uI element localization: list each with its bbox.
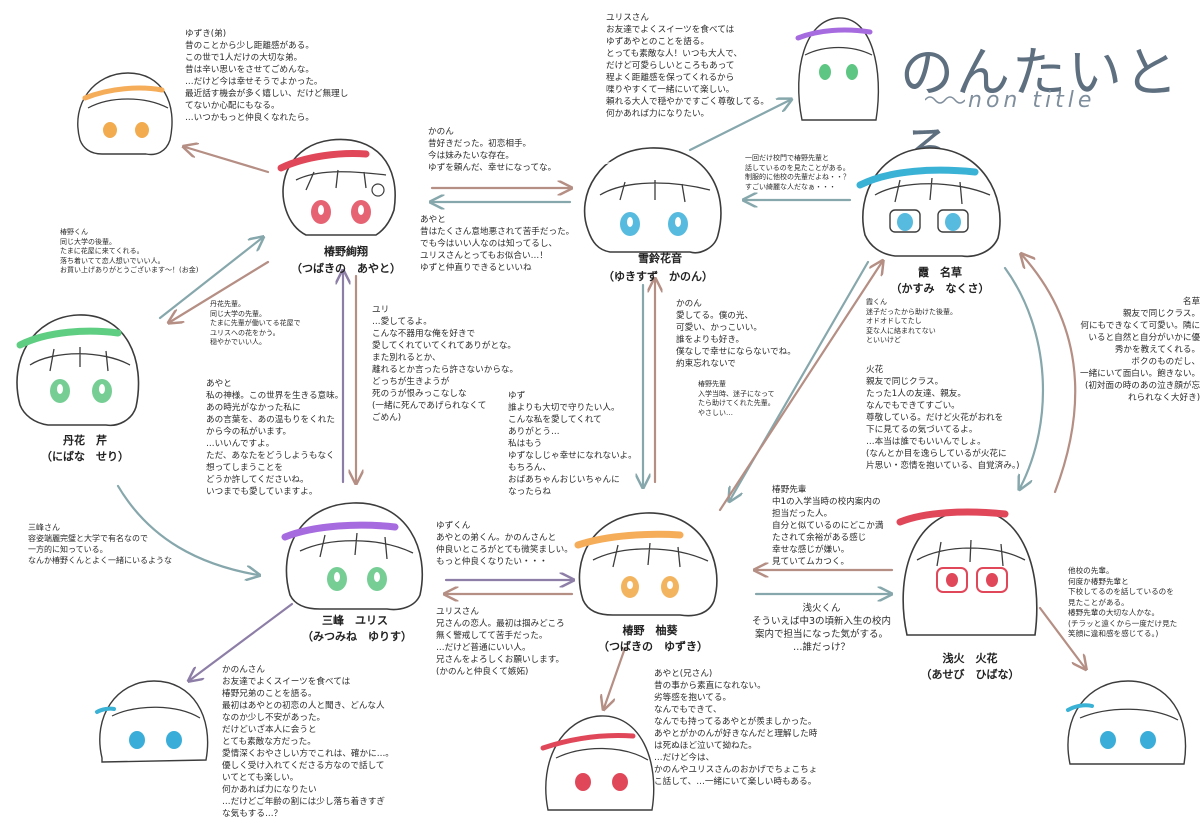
arrow-yurisu-to-kanon-bottom (190, 602, 294, 680)
ayato-name: 椿野絢翔 (324, 245, 368, 258)
note-seri-to-ayato: 丹花先輩。 同じ大学の先輩。 たまに先輩が働いてる花屋で ユリスへの花をかう。 … (210, 300, 301, 346)
nakusa-reading: （かすみ なくさ） (890, 282, 990, 295)
kanon-reading: （ゆきすず かのん） (603, 270, 713, 283)
arrow-seri-to-yurisu (116, 484, 258, 575)
note-nakusa-to-yuzuki: 椿野先輩 入学当時、迷子になって たら助けてくれた先輩。 やさしい… (698, 380, 775, 417)
chibi-ayato-bottom-portrait (540, 715, 655, 811)
note-seri-to-yurisu: 三峰さん 容姿端麗完璧と大学で有名なので 一方的に知っている。 なんか椿野くんと… (28, 523, 172, 565)
note-hibana-aside: 他校の先輩。 何度か椿野先輩と 下校してるのを話しているのを 見たことがある。 … (1068, 566, 1178, 638)
arrow-nakusa-to-hibana-curve (1003, 266, 1045, 488)
yurisu-portrait (281, 502, 424, 611)
arrow-yuzuki-to-ayato-bottom (604, 646, 627, 708)
logo-wave-decoration (925, 96, 965, 104)
note-yuzuki-to-hibana: 浅火くん そういえば中3の頃新入生の校内 案内で担当になった気がする。 …誰だっ… (752, 603, 892, 653)
hibana-reading: （あせび ひばな） (920, 668, 1020, 681)
chibi-kanon-right-portrait (1066, 680, 1187, 765)
seri-portrait (16, 314, 140, 427)
chibi-yurisu-portrait (795, 17, 880, 121)
note-nakusa-to-hibana: 火花 親友で同じクラス。 たった1人の友達、親友。 なんでもできてすごい。 尊敬… (866, 365, 1020, 471)
yuzuki-name: 椿野 柚葵 (622, 624, 678, 637)
arrow-seri-to-ayato (158, 238, 262, 320)
ayato-portrait (277, 138, 396, 236)
arrow-ayato-to-yuzuki-top (185, 147, 270, 174)
note-kanon-to-ayato: あやと 昔はたくさん意地悪されて苦手だった。 でも今はいい人なのは知ってるし、 … (420, 215, 575, 273)
kanon-name: 雪鈴花音 (638, 252, 682, 265)
note-kanon-to-nakusa: 霞くん 迷子だったから助けた後輩。 オドオドしてたし 変な人に絡まれてない とい… (866, 298, 957, 344)
kanon-portrait (583, 147, 722, 254)
arrow-hibana-to-kanon-right (1038, 606, 1085, 668)
note-kanon-to-yuzuki: かのん 愛してる。僕の光、 可愛い、かっこいい。 誰をよりも好き。 僕なしで幸せ… (676, 299, 796, 369)
note-hibana-to-yuzuki: 椿野先輩 中1の入学当時の校内案内の 担当だった人。 自分と似ているのにどこか満… (772, 485, 884, 567)
nakusa-portrait (856, 147, 1001, 258)
note-yurisu-to-kanon: かのんさん お友達でよくスイーツを食べては 椿野兄弟のことを語る。 最初はあやと… (222, 665, 394, 819)
chibi-yuzuki-portrait (77, 72, 173, 156)
yurisu-name: 三峰 ユリス (322, 614, 388, 627)
hibana-name: 浅火 火花 (942, 652, 998, 665)
note-yurisu-to-yuzuki: ゆずくん あやとの弟くん。かのんさんと 仲良いところがとても微笑ましい。 もっと… (436, 521, 573, 567)
note-yurisu-top: ユリスさん お友達でよくスイーツを食べては ゆずあやとのことを語る。 とっても素… (606, 13, 770, 119)
chibi-kanon-left-portrait (95, 680, 209, 763)
arrow-hibana-to-nakusa-curve (1022, 255, 1077, 494)
note-ayato-to-kanon: かのん 昔好きだった。初恋相手。 今は妹みたいな存在。 ゆずを頼んだ、幸せになっ… (428, 127, 557, 173)
nakusa-name: 霞 名草 (918, 266, 962, 279)
arrow-kanon-to-yurisu-top (688, 100, 790, 152)
note-hibana-to-nakusa: 名草 親友で同じクラス。 何にもできなくて可愛い。隣に いると自然と自分がいかに… (1080, 297, 1200, 403)
seri-reading: （にばな せり） (41, 450, 129, 463)
note-yuzuki-to-ayato-bottom: あやと(兄さん) 昔の事から素直になれない。 劣等感を抱いてる。 なんでもできて… (654, 669, 818, 787)
ayato-reading: （つばきの あやと） (291, 262, 401, 275)
note-nakusa-to-kanon: 一回だけ校門で椿野先輩と 話しているのを見たことがある。 制服的に他校の先輩だよ… (745, 154, 850, 191)
note-yurisu-to-ayato: あやと 私の神様。この世界を生きる意味。 あの時光がなかった私に あの言葉を、あ… (206, 379, 344, 497)
note-yuzuki-to-yurisu: ユリスさん 兄さんの恋人。最初は掴みどころ 無く警戒してて苦手だった。 …だけど… (436, 607, 565, 677)
note-yuzuki-to-kanon: ゆず 誰よりも大切で守りたい人。 こんな私を愛してくれて ありがとう… 私はもう… (508, 391, 637, 497)
yurisu-reading: （みつみね ゆりす） (302, 630, 412, 643)
yuzuki-portrait (574, 512, 718, 617)
note-ayato-to-seri: 椿野くん 同じ大学の後輩。 たまに花屋に来てくれる。 落ち着いてて恋人想いでいい… (60, 228, 199, 274)
yuzuki-reading: （つばきの ゆずき） (598, 640, 708, 653)
note-yuzuki-top: ゆずき(弟) 昔のことから少し距離感がある。 この世で1人だけの大切な弟。 昔は… (185, 29, 349, 123)
hibana-portrait (896, 508, 1038, 636)
note-ayato-to-yurisu: ユリ …愛してるよ。 こんな不器用な俺を好きで 愛してくれていてくれてありがとな… (372, 305, 519, 423)
arrow-hibana-to-nakusa (718, 262, 882, 512)
logo-subtitle: non title (968, 88, 1096, 113)
seri-name: 丹花 芹 (63, 434, 107, 447)
arrow-ayato-to-seri (170, 260, 270, 322)
